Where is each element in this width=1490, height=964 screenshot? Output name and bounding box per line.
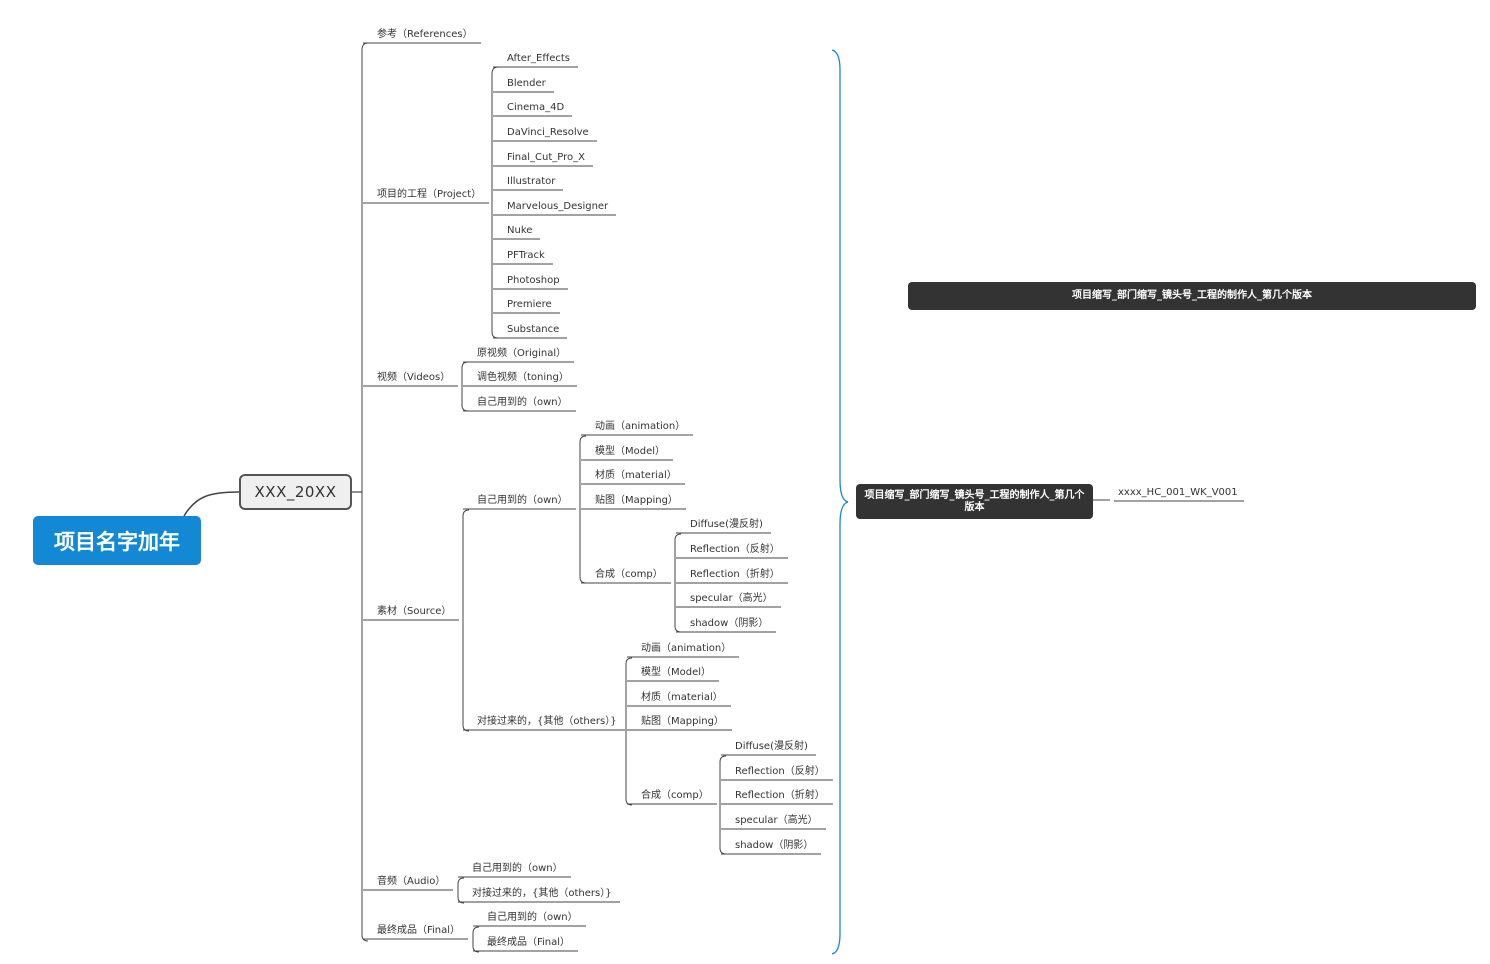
comp-item[interactable]: Reflection（折射） — [690, 569, 780, 580]
source-own-item[interactable]: 动画（animation） — [595, 421, 686, 432]
naming-callout[interactable]: 项目缩写_部门缩写_镜头号_工程的制作人_第几个版本 — [856, 484, 1093, 519]
source-own-item[interactable]: 贴图（Mapping） — [595, 495, 678, 506]
final-item[interactable]: 自己用到的（own） — [487, 912, 578, 923]
project-item[interactable]: DaVinci_Resolve — [507, 127, 589, 138]
comp-item[interactable]: Diffuse(漫反射) — [690, 519, 763, 530]
branch-project[interactable]: 项目的工程（Project） — [377, 189, 482, 200]
videos-bracket — [461, 361, 469, 412]
root-connector — [183, 491, 240, 517]
project-item[interactable]: Nuke — [507, 225, 533, 236]
own-bracket — [579, 435, 587, 584]
source-others-item[interactable]: 动画（animation） — [641, 643, 732, 654]
comp-item[interactable]: Diffuse(漫反射) — [735, 741, 808, 752]
comp-item[interactable]: shadow（阴影） — [735, 840, 814, 851]
source-own-comp[interactable]: 合成（comp） — [595, 569, 663, 580]
final-item[interactable]: 最终成品（Final） — [487, 937, 571, 948]
comp-item[interactable]: Reflection（折射） — [735, 790, 825, 801]
branch-videos[interactable]: 视频（Videos） — [377, 372, 451, 383]
own-comp-bracket — [674, 533, 682, 633]
final-bracket — [472, 926, 480, 953]
others-bracket — [625, 657, 633, 806]
comp-item[interactable]: Reflection（反射） — [690, 544, 780, 555]
source-own-item[interactable]: 模型（Model） — [595, 446, 666, 457]
videos-item[interactable]: 原视频（Original） — [477, 348, 567, 359]
comp-item[interactable]: Reflection（反射） — [735, 766, 825, 777]
project-item[interactable]: Illustrator — [507, 176, 556, 187]
comp-item[interactable]: specular（高光） — [690, 593, 773, 604]
project-bracket — [491, 66, 499, 339]
project-item[interactable]: Final_Cut_Pro_X — [507, 152, 586, 163]
project-item[interactable]: PFTrack — [507, 250, 545, 261]
source-others-item[interactable]: 模型（Model） — [641, 667, 712, 678]
project-item[interactable]: After_Effects — [507, 53, 571, 64]
source-others-comp[interactable]: 合成（comp） — [641, 790, 709, 801]
naming-example[interactable]: xxxx_HC_001_WK_V001 — [1118, 487, 1238, 498]
naming-banner[interactable]: 项目缩写_部门缩写_镜头号_工程的制作人_第几个版本 — [908, 282, 1476, 310]
main-topic[interactable]: XXX_20XX — [239, 474, 352, 510]
source-others-item[interactable]: 贴图（Mapping） — [641, 716, 724, 727]
root-topic[interactable]: 项目名字加年 — [33, 516, 201, 565]
branch-audio[interactable]: 音频（Audio） — [377, 876, 446, 887]
spine-line — [361, 42, 369, 942]
project-item[interactable]: Photoshop — [507, 275, 560, 286]
comp-item[interactable]: specular（高光） — [735, 815, 818, 826]
project-item[interactable]: Cinema_4D — [507, 102, 565, 113]
videos-item[interactable]: 调色视频（toning） — [477, 372, 569, 383]
summary-brace — [831, 49, 849, 955]
comp-item[interactable]: shadow（阴影） — [690, 618, 769, 629]
audio-item[interactable]: 对接过来的，{其他（others）} — [472, 888, 612, 899]
source-others[interactable]: 对接过来的，{其他（others）} — [477, 716, 617, 727]
source-bracket — [462, 509, 470, 732]
others-comp-bracket — [719, 755, 727, 855]
project-item[interactable]: Substance — [507, 324, 560, 335]
branch-source[interactable]: 素材（Source） — [377, 606, 452, 617]
branch-references[interactable]: 参考（References） — [377, 29, 473, 40]
project-item[interactable]: Marvelous_Designer — [507, 201, 609, 212]
project-item[interactable]: Blender — [507, 78, 546, 89]
source-own[interactable]: 自己用到的（own） — [477, 495, 568, 506]
source-own-item[interactable]: 材质（material） — [595, 470, 677, 481]
project-item[interactable]: Premiere — [507, 299, 552, 310]
source-others-item[interactable]: 材质（material） — [641, 692, 723, 703]
audio-bracket — [457, 877, 465, 904]
videos-item[interactable]: 自己用到的（own） — [477, 397, 568, 408]
branch-final[interactable]: 最终成品（Final） — [377, 925, 461, 936]
audio-item[interactable]: 自己用到的（own） — [472, 863, 563, 874]
